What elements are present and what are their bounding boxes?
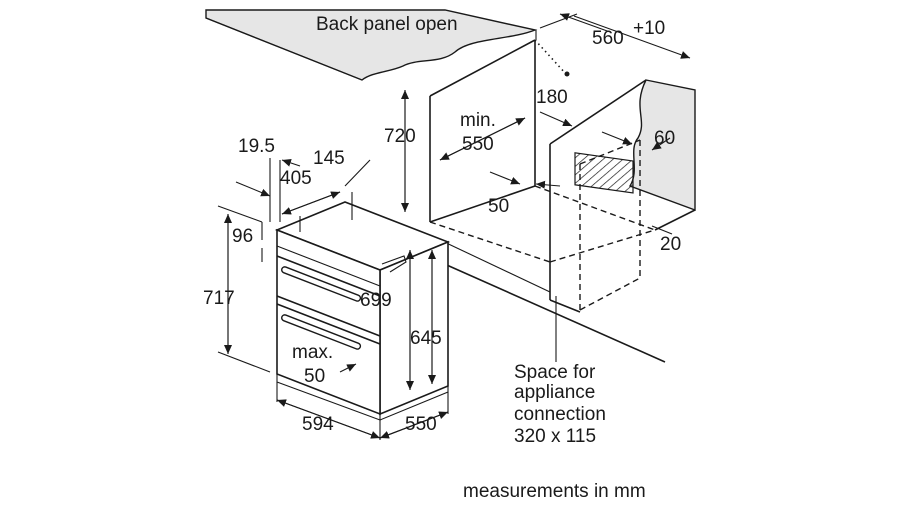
lower-door-handle [281,314,362,350]
dim-405-label: 405 [280,168,312,189]
width-cut-tolerance-label: +10 [633,18,665,39]
dim-60-label: 60 [654,128,675,149]
dim-20-label: 20 [660,234,681,255]
dimension-lines [217,13,691,440]
dim-19-5-label: 19.5 [238,136,275,157]
dim-50-bottom-label: 50 [304,366,325,387]
space-line-4: 320 x 115 [514,426,596,447]
footer-units-label: measurements in mm [463,481,646,502]
dim-50-top-label: 50 [488,196,509,217]
dim-96-label: 96 [232,226,253,247]
space-line-2: appliance [514,382,595,403]
dim-550-niche-label: 550 [462,134,494,155]
worktop-left [205,9,538,81]
dim-594-label: 594 [302,414,334,435]
dim-645-label: 645 [410,328,442,349]
dim-145-label: 145 [313,148,345,169]
width-cut-label: 560 [592,28,624,49]
dim-550-depth-label: 550 [405,414,437,435]
dim-717-label: 717 [203,288,235,309]
dim-180-label: 180 [536,87,568,108]
cabinet-niche [429,30,696,363]
back-panel-label: Back panel open [316,14,458,35]
connection-area [574,152,634,194]
oven-appliance [274,201,451,421]
dim-699-label: 699 [360,290,392,311]
top-door-handle [281,266,362,302]
max-label: max. [292,342,333,363]
space-line-1: Space for [514,362,596,383]
min-label: min. [460,110,496,131]
dim-720-label: 720 [384,126,416,147]
space-line-3: connection [514,404,606,425]
